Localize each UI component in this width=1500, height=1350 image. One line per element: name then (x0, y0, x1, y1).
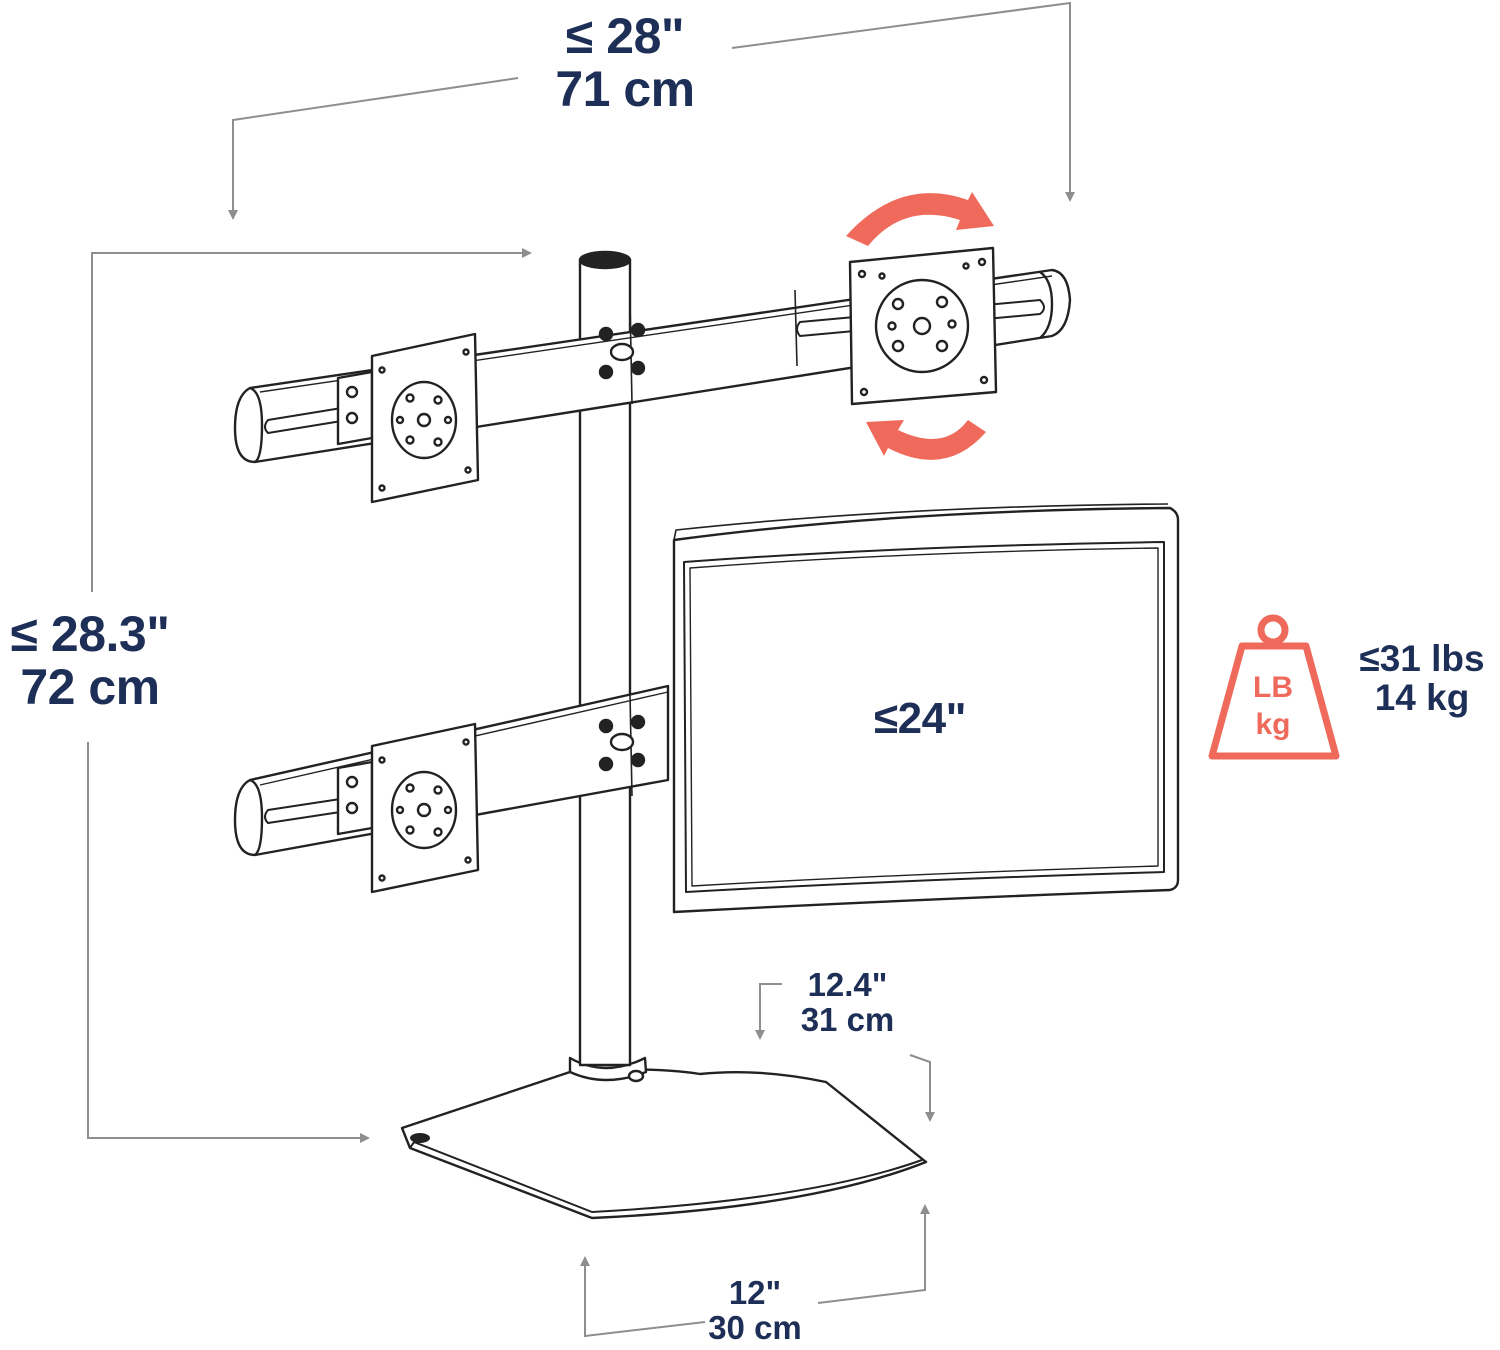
width-label: ≤ 28" 71 cm (525, 10, 725, 115)
base-depth-metric: 31 cm (800, 1000, 895, 1038)
screen-size-label: ≤24" (845, 694, 995, 743)
vesa-plate-top-left (370, 332, 480, 504)
stand-base (400, 1056, 928, 1220)
base-depth-imperial: 12.4" (807, 966, 888, 1003)
vesa-plate-top-right (848, 246, 998, 406)
vesa-plate-bottom-left (370, 722, 480, 894)
height-dimension-line-bottom (87, 742, 370, 1143)
base-width-dimension-line-right (817, 1204, 930, 1304)
weight-metric: 14 kg (1374, 676, 1470, 718)
weight-icon-kg-text: kg (1255, 708, 1290, 741)
weight-label: ≤31 lbs 14 kg (1344, 638, 1500, 718)
height-dimension-line-top (91, 248, 532, 592)
weight-imperial: ≤31 lbs (1359, 638, 1485, 679)
rotation-arrows (846, 192, 994, 460)
base-depth-label: 12.4" 31 cm (780, 966, 915, 1038)
stand-illustration (233, 246, 1180, 1220)
pole-cap (578, 250, 632, 270)
monitor (672, 503, 1180, 914)
height-metric: 72 cm (20, 658, 160, 715)
rotate-clockwise-icon (846, 192, 994, 246)
width-imperial: ≤ 28" (565, 8, 685, 64)
base-width-dimension-line-left (580, 1256, 706, 1338)
rotate-counterclockwise-icon (866, 420, 986, 460)
depth-dimension-line-bottom (909, 1054, 935, 1122)
depth-dimension-line-top (755, 983, 782, 1040)
width-dimension-line-right (731, 1, 1075, 202)
height-label: ≤ 28.3" 72 cm (0, 608, 180, 713)
base-width-imperial: 12" (728, 1274, 782, 1311)
screen-size-value: ≤24" (874, 694, 966, 743)
width-metric: 71 cm (555, 60, 695, 117)
width-dimension-line-left (228, 77, 519, 220)
base-width-metric: 30 cm (708, 1308, 802, 1346)
weight-icon: LB kg (1208, 614, 1340, 760)
height-imperial: ≤ 28.3" (10, 606, 170, 662)
base-width-label: 12" 30 cm (695, 1274, 815, 1346)
weight-icon-lb-text: LB (1253, 671, 1293, 704)
